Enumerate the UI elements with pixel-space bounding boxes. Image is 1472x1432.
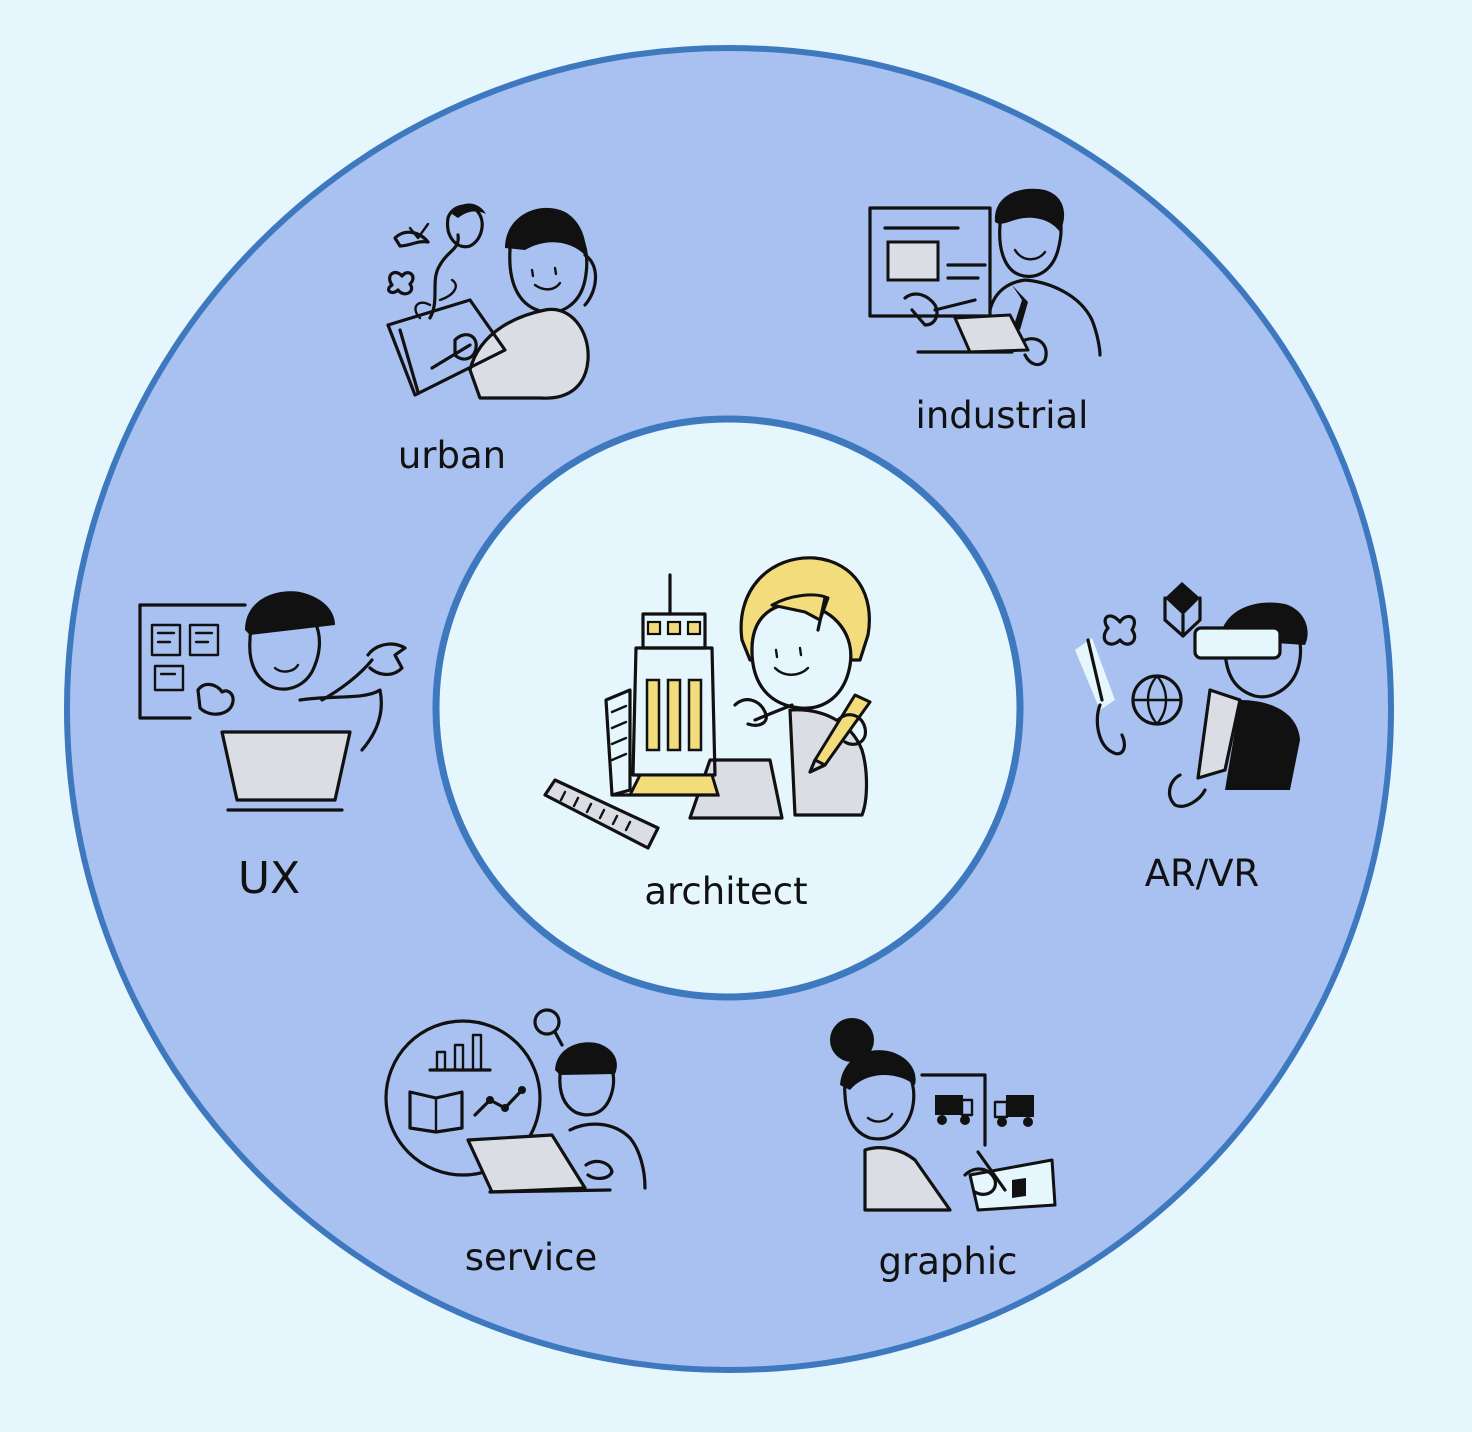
role-label-arvr: AR/VR <box>1145 852 1260 895</box>
urban-illustration <box>386 203 598 400</box>
graphic-illustration <box>830 1018 1057 1212</box>
industrial-illustration <box>868 188 1102 367</box>
role-label-service: service <box>465 1236 598 1279</box>
role-label-graphic: graphic <box>879 1240 1018 1283</box>
ux-illustration <box>138 591 407 812</box>
architect-illustration <box>543 556 872 850</box>
arvr-illustration <box>1075 582 1308 808</box>
role-label-industrial: industrial <box>916 394 1089 437</box>
center-label-architect: architect <box>644 870 807 913</box>
service-illustration <box>384 1008 647 1194</box>
inner-circle <box>432 415 1024 1001</box>
role-label-ux: UX <box>238 853 300 904</box>
role-label-urban: urban <box>398 434 506 477</box>
